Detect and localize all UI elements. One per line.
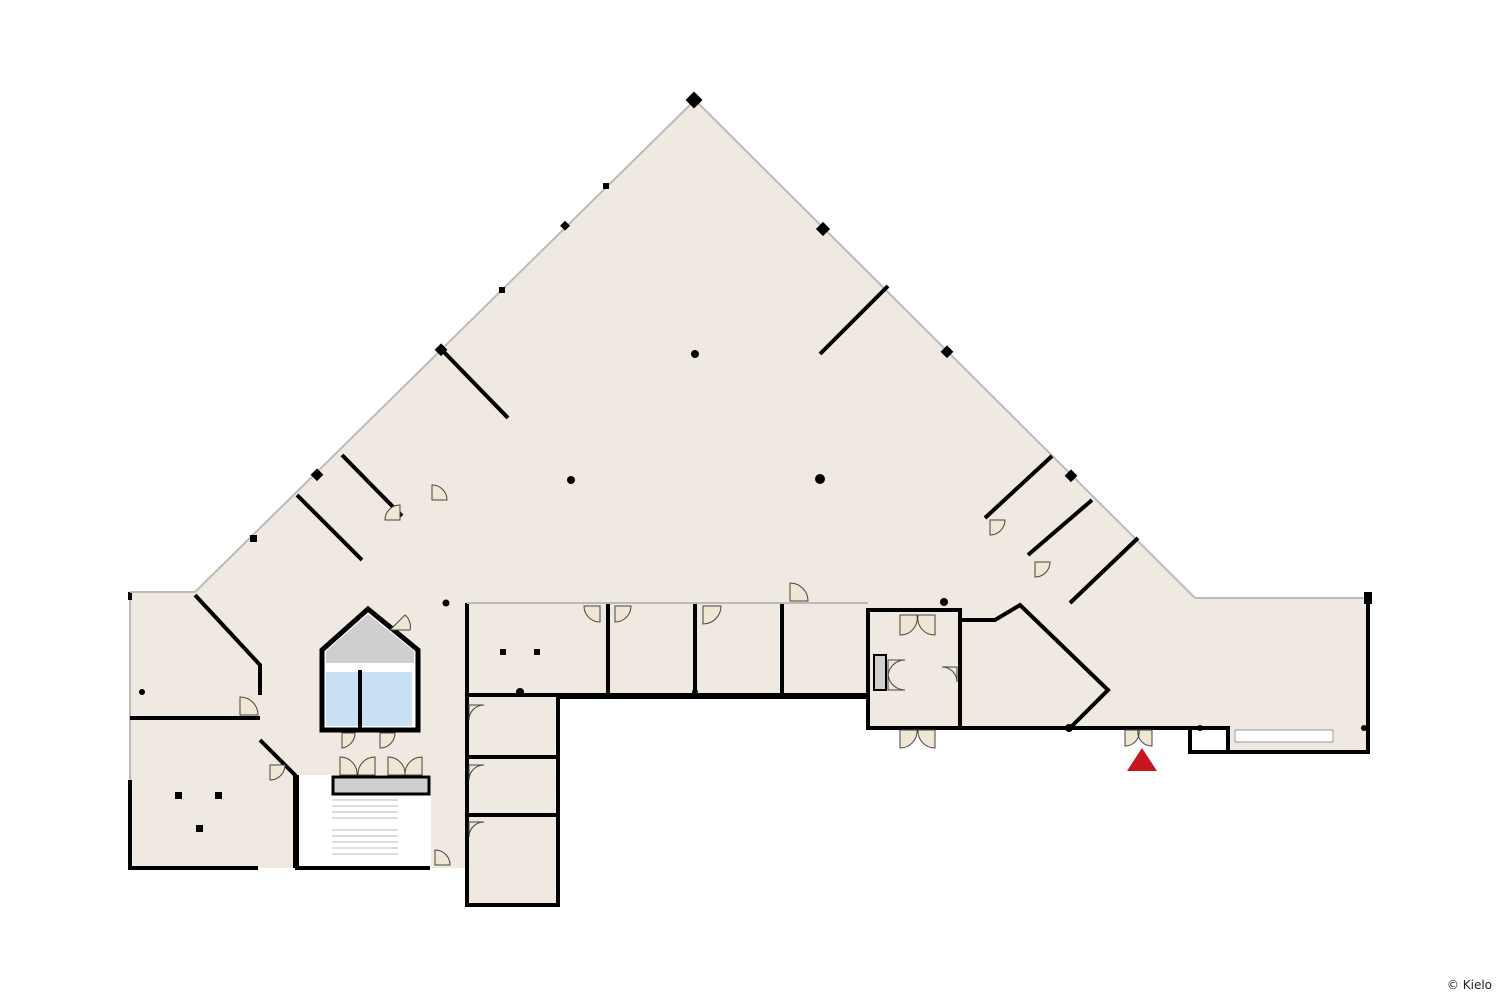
wall <box>1188 598 1370 754</box>
restroom-1 <box>326 672 358 726</box>
columns <box>139 91 1372 832</box>
doors <box>239 484 1153 866</box>
interior-walls <box>130 284 1140 868</box>
wall <box>465 695 1190 907</box>
floor-area <box>130 100 1368 905</box>
entrance-marker <box>1127 748 1157 771</box>
wall <box>128 780 258 870</box>
storage-unit <box>873 654 887 691</box>
utility-area <box>326 614 414 663</box>
stair-treads <box>332 799 398 855</box>
copyright-label: © Kielo <box>1446 978 1492 992</box>
shaft <box>331 775 431 796</box>
restroom-2 <box>362 672 412 726</box>
kitchenette <box>1234 729 1334 743</box>
